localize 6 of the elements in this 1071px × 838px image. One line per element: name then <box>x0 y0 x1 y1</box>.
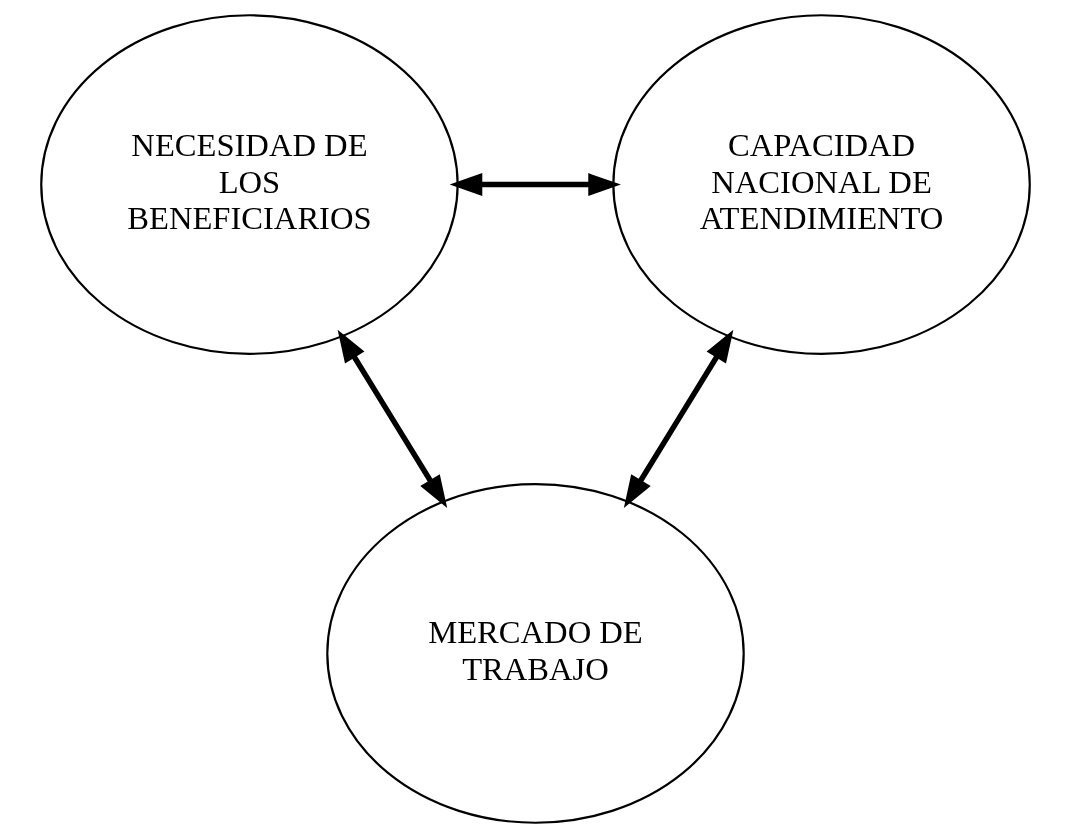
arrow <box>337 329 448 508</box>
arrow <box>449 173 621 196</box>
node-ellipse: CAPACIDAD NACIONAL DE ATENDIMIENTO <box>612 14 1031 355</box>
node-ellipse: MERCADO DE TRABAJO <box>326 483 745 824</box>
arrow <box>623 329 734 508</box>
node-ellipse: NECESIDAD DE LOS BENEFICIARIOS <box>40 14 459 355</box>
